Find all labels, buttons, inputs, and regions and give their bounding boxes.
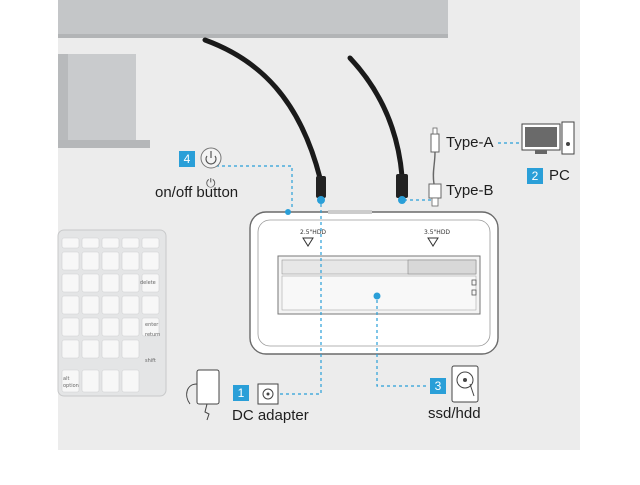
keyboard-key [101, 237, 120, 249]
callout-4-label: on/off button [155, 184, 239, 201]
keyboard-key [81, 273, 100, 293]
key-alt-label: alt [63, 376, 69, 382]
callout-leader-lines [216, 142, 520, 395]
keyboard-key [101, 295, 120, 315]
keyboard-key [141, 295, 160, 315]
keyboard-key [81, 237, 100, 249]
callout-1-label: DC adapter [232, 407, 309, 424]
callout-2-label: PC [549, 167, 570, 184]
keyboard-key [101, 273, 120, 293]
key-option-label: option [63, 383, 79, 389]
callout-2-badge: 2 [527, 168, 543, 184]
keyboard-key [81, 317, 100, 337]
keyboard-key [61, 273, 80, 293]
key-enter-label: enter [145, 322, 159, 328]
svg-text:⏻: ⏻ [206, 176, 216, 190]
keyboard-key [101, 317, 120, 337]
bay-highlight [373, 292, 381, 300]
keyboard-key [101, 369, 120, 393]
power-button-icon: ⏻ [200, 147, 222, 190]
key-shift-label: shift [145, 358, 156, 364]
keyboard-key [141, 273, 160, 293]
power-button-highlight [285, 209, 291, 215]
keyboard-key [61, 295, 80, 315]
keyboard-key [61, 369, 80, 393]
callout-3-badge: 3 [430, 378, 446, 394]
keyboard-key [101, 251, 120, 271]
callout-1-badge: 1 [233, 385, 249, 401]
keyboard-key [121, 339, 140, 359]
keyboard-key [61, 237, 80, 249]
keyboard-key [121, 317, 140, 337]
usb-port-highlight [398, 196, 406, 204]
docking-station [249, 210, 499, 355]
keyboard-key [61, 339, 80, 359]
usb-cable-icon [428, 127, 442, 207]
type-b-label: Type-B [446, 182, 494, 199]
keyboard-key [121, 369, 140, 393]
bay-right-label: 3.5"HDD [424, 229, 450, 236]
keyboard-illustration: delete return enter shift option alt [57, 229, 167, 397]
keyboard-key [101, 339, 120, 359]
keyboard-key [121, 273, 140, 293]
keyboard-key [81, 251, 100, 271]
dc-adapter-icon [186, 369, 279, 421]
keyboard-key [141, 237, 160, 249]
keyboard-key [141, 317, 160, 337]
usb-plug [396, 174, 408, 198]
type-a-label: Type-A [446, 134, 494, 151]
cables [202, 37, 405, 181]
keyboard-key [121, 237, 140, 249]
key-return-label: return [145, 332, 160, 338]
monitor-illustration [58, 0, 448, 148]
keyboard-key [81, 369, 100, 393]
bay-left-label: 2.5"HDD [300, 229, 326, 236]
keyboard-key [141, 251, 160, 271]
callout-3-label: ssd/hdd [428, 405, 481, 422]
keyboard-key [61, 251, 80, 271]
keyboard-key [81, 295, 100, 315]
dc-plug [316, 176, 326, 198]
dc-port-highlight [317, 196, 325, 204]
keyboard-key [121, 251, 140, 271]
callout-4-badge: 4 [179, 151, 195, 167]
keyboard-key [121, 295, 140, 315]
key-delete-label: delete [140, 280, 156, 286]
hdd-icon [451, 365, 479, 403]
keyboard-key [61, 317, 80, 337]
pc-icon [521, 121, 575, 155]
keyboard-key [81, 339, 100, 359]
